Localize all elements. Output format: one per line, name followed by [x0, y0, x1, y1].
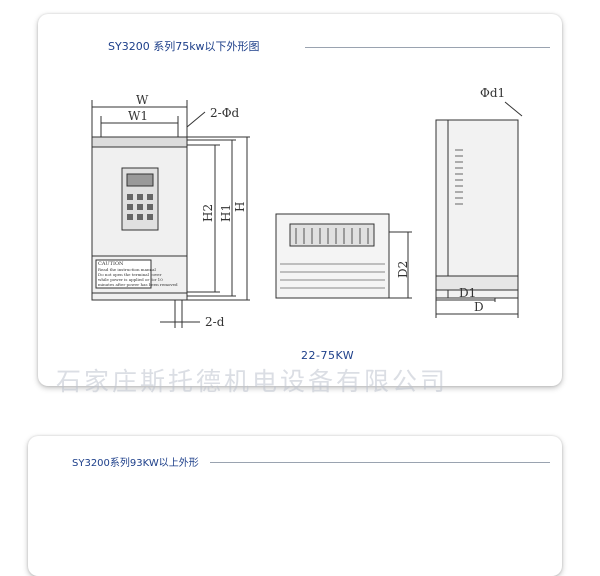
title-rule [305, 47, 550, 48]
dim-label-H: H [233, 202, 247, 212]
dim-label-D2: D2 [396, 261, 410, 278]
caution-label-text: CAUTION Read the instruction manual Do n… [98, 261, 178, 287]
dim-label-2d: 2-d [205, 315, 225, 329]
dim-label-D1: D1 [459, 286, 476, 300]
svg-text:Do not open the terminal cover: Do not open the terminal cover [98, 272, 162, 277]
dim-label-hole: 2-Φd [210, 106, 240, 120]
dim-label-d1: Φd1 [480, 86, 505, 100]
dim-label-W: W [136, 93, 149, 107]
bottom-view-drawing [275, 213, 412, 299]
dim-label-D: D [474, 300, 484, 314]
panel-title-top: SY3200 系列75kw以下外形图 [108, 38, 264, 54]
dim-label-W1: W1 [128, 109, 148, 123]
power-range-caption: 22-75KW [301, 349, 355, 362]
company-watermark: 石家庄斯托德机电设备有限公司 [56, 367, 449, 396]
front-view-drawing [91, 100, 250, 328]
panel-title-bottom: SY3200系列93KW以上外形 [72, 454, 203, 469]
side-view-drawing [435, 101, 523, 318]
svg-text:Read the instruction manual: Read the instruction manual [98, 267, 157, 272]
title-rule-bottom [210, 462, 550, 463]
svg-text:while power is applied or for: while power is applied or for 10 [98, 277, 163, 282]
front-view-top-plate [91, 136, 188, 148]
svg-text:minutes after power has been r: minutes after power has been removed [98, 282, 178, 287]
svg-text:CAUTION: CAUTION [98, 261, 124, 267]
dim-label-H1: H1 [219, 204, 233, 222]
dim-label-H2: H2 [201, 204, 215, 222]
